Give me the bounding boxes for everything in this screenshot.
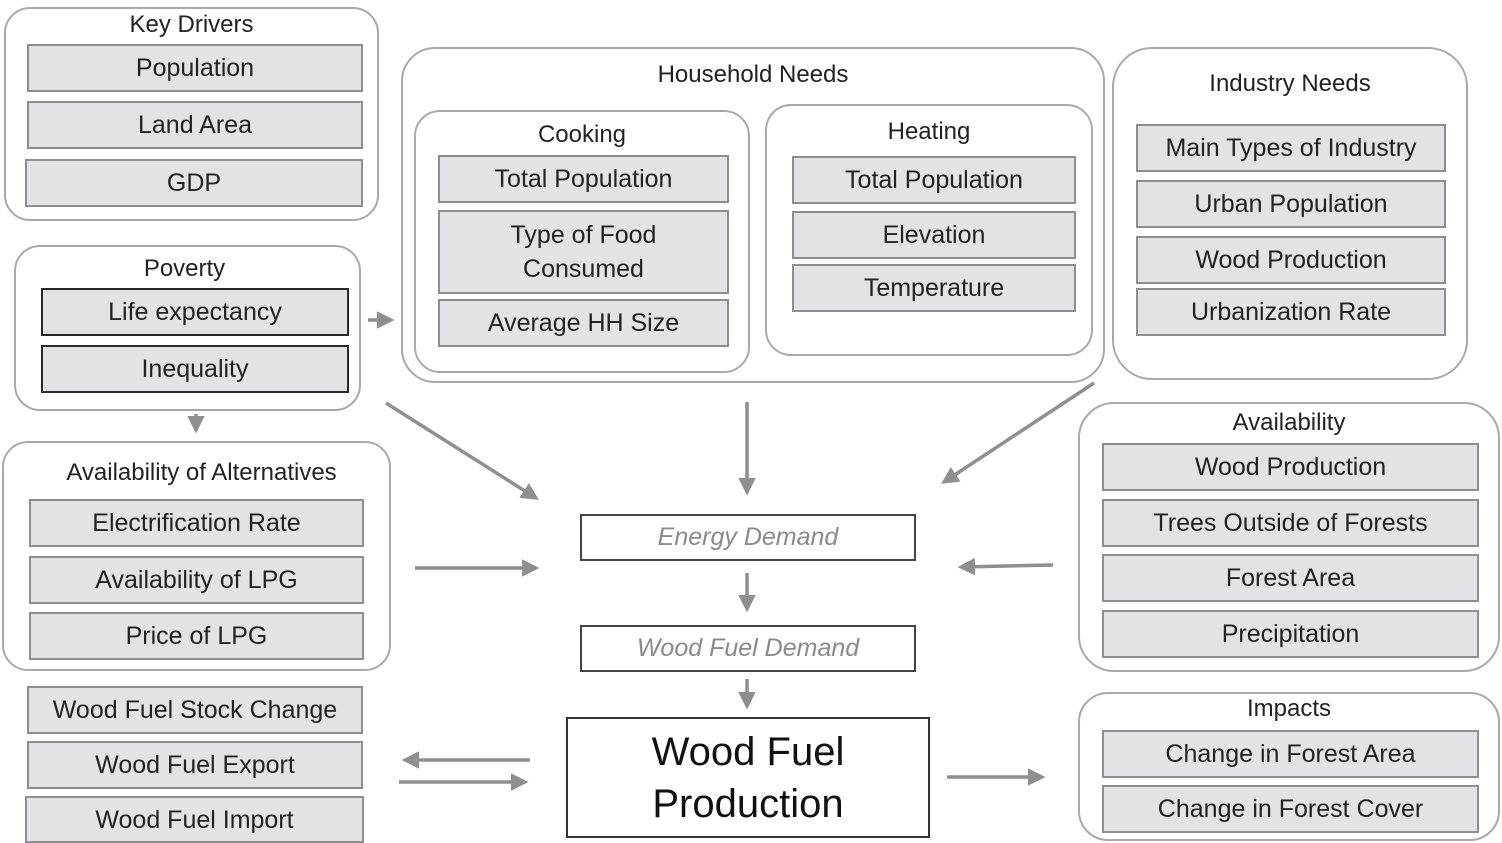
- industry-main-types: Main Types of Industry: [1136, 124, 1446, 172]
- impacts-group: Impacts Change in Forest Area Change in …: [1078, 692, 1500, 841]
- key-driver-population: Population: [27, 44, 363, 92]
- poverty-group: Poverty Life expectancy Inequality: [14, 245, 361, 411]
- alternative-lpg-availability: Availability of LPG: [29, 556, 364, 604]
- cooking-average-hh-size: Average HH Size: [438, 299, 729, 347]
- production-line-1: Wood Fuel: [651, 729, 845, 774]
- industry-urbanization-rate: Urbanization Rate: [1136, 288, 1446, 336]
- availability-title: Availability: [1232, 409, 1346, 436]
- trade-stock-change: Wood Fuel Stock Change: [27, 686, 363, 734]
- poverty-title: Poverty: [143, 255, 226, 282]
- impact-forest-area-change: Change in Forest Area: [1102, 730, 1479, 778]
- availability-forest-area: Forest Area: [1102, 554, 1479, 602]
- alternatives-group: Availability of Alternatives Electrifica…: [2, 441, 391, 671]
- alternative-lpg-price: Price of LPG: [29, 612, 364, 660]
- arrow-availability-to-energy-demand: [957, 557, 1054, 576]
- cooking-total-population: Total Population: [438, 155, 729, 203]
- heating-temperature: Temperature: [792, 264, 1076, 312]
- impacts-title: Impacts: [1246, 695, 1332, 722]
- key-drivers-group: Key Drivers Population Land Area GDP: [4, 7, 379, 221]
- trade-import: Wood Fuel Import: [25, 796, 364, 843]
- industry-needs-group: Industry Needs Main Types of Industry Ur…: [1112, 47, 1468, 380]
- impact-forest-cover-change: Change in Forest Cover: [1102, 785, 1479, 833]
- industry-wood-production: Wood Production: [1136, 236, 1446, 284]
- industry-needs-title: Industry Needs: [1209, 70, 1371, 97]
- poverty-inequality: Inequality: [41, 345, 349, 393]
- availability-wood-production: Wood Production: [1102, 443, 1479, 491]
- alternatives-title: Availability of Alternatives: [66, 459, 337, 486]
- wood-fuel-production-node: Wood Fuel Production: [566, 717, 930, 838]
- cooking-title: Cooking: [537, 121, 627, 148]
- arrow-poverty-to-energy-demand: [385, 401, 539, 500]
- heating-elevation: Elevation: [792, 211, 1076, 259]
- cooking-group: Cooking Total Population Type of Food Co…: [414, 110, 750, 373]
- availability-group: Availability Wood Production Trees Outsi…: [1078, 402, 1500, 672]
- alternative-electrification-rate: Electrification Rate: [29, 499, 364, 547]
- availability-precipitation: Precipitation: [1102, 610, 1479, 658]
- cooking-type-of-food: Type of Food Consumed: [438, 210, 729, 294]
- heating-title: Heating: [887, 118, 971, 145]
- production-line-2: Production: [652, 781, 844, 826]
- arrow-industry-to-energy-demand: [941, 381, 1095, 484]
- key-drivers-title: Key Drivers: [129, 11, 254, 38]
- wood-fuel-demand-node: Wood Fuel Demand: [580, 625, 916, 672]
- poverty-life-expectancy: Life expectancy: [41, 288, 349, 336]
- trade-export: Wood Fuel Export: [27, 741, 363, 789]
- key-driver-gdp: GDP: [25, 159, 363, 207]
- key-driver-land-area: Land Area: [27, 101, 363, 149]
- availability-trees-outside-forests: Trees Outside of Forests: [1102, 499, 1479, 547]
- heating-total-population: Total Population: [792, 156, 1076, 204]
- industry-urban-population: Urban Population: [1136, 180, 1446, 228]
- household-needs-title: Household Needs: [657, 61, 849, 88]
- household-needs-group: Household Needs Cooking Total Population…: [401, 47, 1105, 383]
- energy-demand-node: Energy Demand: [580, 514, 916, 561]
- heating-group: Heating Total Population Elevation Tempe…: [765, 104, 1093, 356]
